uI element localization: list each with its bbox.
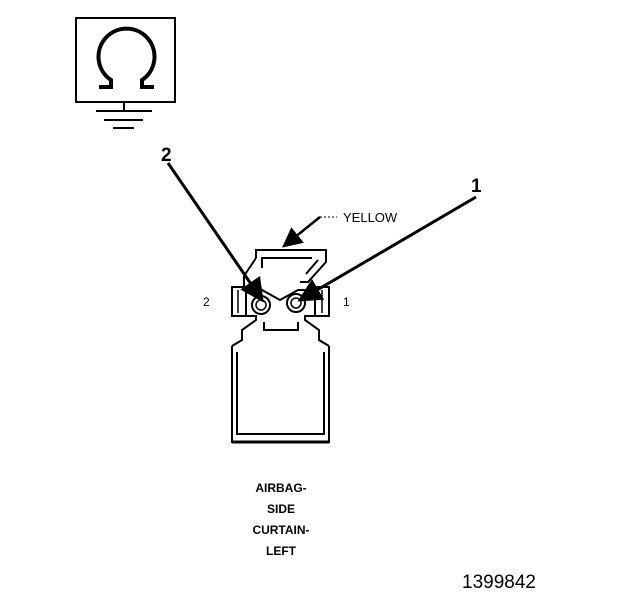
component-label-line-1: AIRBAG- <box>255 481 306 495</box>
wire-color-label: YELLOW <box>343 210 398 225</box>
component-label: AIRBAG- SIDE CURTAIN- LEFT <box>252 481 309 558</box>
terminal-label-right: 1 <box>343 295 350 309</box>
pointer-1: 1 <box>297 176 482 302</box>
airbag-connector <box>231 249 330 444</box>
component-label-line-2: SIDE <box>267 502 295 516</box>
pointer-2-number: 2 <box>161 145 172 166</box>
pointer-1-arrow <box>297 195 477 302</box>
figure-number: 1399842 <box>462 572 536 593</box>
ohmmeter-ground-icon <box>75 17 176 129</box>
terminal-label-left: 2 <box>203 295 210 309</box>
wire-color-callout: YELLOW <box>282 210 398 248</box>
pointer-1-number: 1 <box>471 176 482 197</box>
pointer-2: 2 <box>161 145 264 303</box>
pointer-2-arrow <box>166 162 264 303</box>
component-label-line-3: CURTAIN- <box>252 523 309 537</box>
component-label-line-4: LEFT <box>266 544 297 558</box>
